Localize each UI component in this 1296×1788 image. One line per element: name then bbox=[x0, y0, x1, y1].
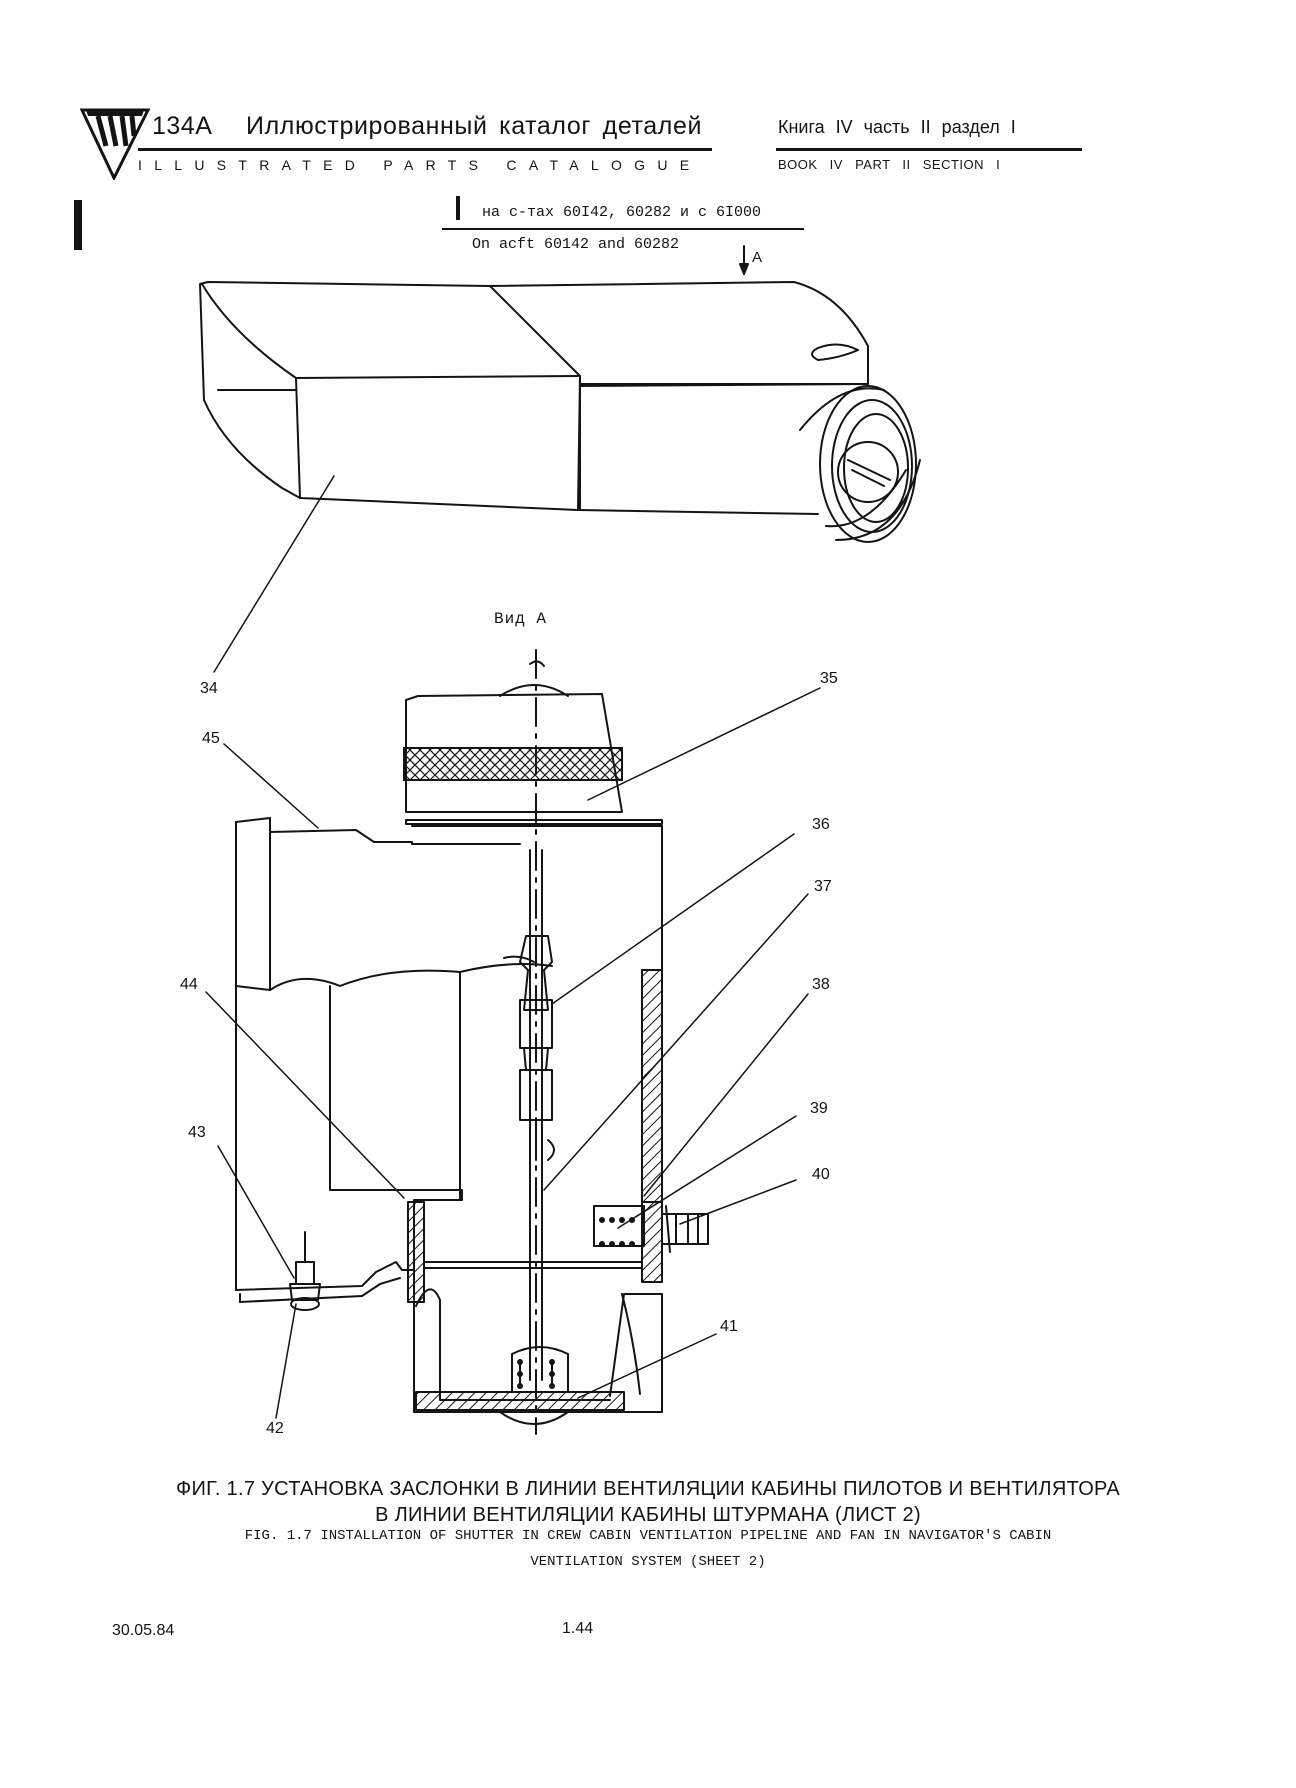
callout-34: 34 bbox=[200, 680, 218, 697]
callout-35: 35 bbox=[820, 670, 838, 687]
callout-43: 43 bbox=[188, 1124, 206, 1141]
figure-caption-ru-line2: В ЛИНИИ ВЕНТИЛЯЦИИ КАБИНЫ ШТУРМАНА (ЛИСТ… bbox=[375, 1504, 921, 1526]
callout-44: 44 bbox=[180, 976, 198, 993]
callout-37: 37 bbox=[814, 878, 832, 895]
shaft-assembly bbox=[503, 649, 555, 1435]
figure-caption-ru-line1: ФИГ. 1.7 УСТАНОВКА ЗАСЛОНКИ В ЛИНИИ ВЕНТ… bbox=[175, 1478, 1121, 1500]
page-number: 1.44 bbox=[562, 1620, 594, 1637]
aircraft-model: 134A bbox=[152, 112, 213, 140]
effectivity-rule bbox=[442, 228, 804, 230]
catalogue-title-ru: Иллюстрированный каталог деталей bbox=[246, 112, 703, 140]
header-rule-right bbox=[776, 148, 1082, 151]
callout-36: 36 bbox=[812, 816, 830, 833]
book-section-en: BOOK IV PART II SECTION I bbox=[778, 157, 1001, 172]
callout-38: 38 bbox=[812, 976, 830, 993]
effectivity-ru: на с-тах 60I42, 60282 и с 6I000 bbox=[482, 204, 762, 221]
callout-39: 39 bbox=[810, 1100, 828, 1117]
duct-assembly-isometric bbox=[199, 281, 921, 543]
leader-lines bbox=[205, 475, 821, 1419]
view-arrow-label: A bbox=[752, 249, 763, 266]
view-arrow bbox=[739, 245, 749, 275]
effectivity-change-bar bbox=[456, 196, 460, 220]
effectivity-en: On acft 60142 and 60282 bbox=[472, 236, 680, 253]
figure-caption-en-line1: FIG. 1.7 INSTALLATION OF SHUTTER IN CREW… bbox=[244, 1528, 1052, 1544]
view-a-title: Вид А bbox=[494, 610, 548, 628]
callout-40: 40 bbox=[812, 1166, 830, 1183]
manufacturer-logo bbox=[80, 108, 150, 180]
knurled-band bbox=[403, 747, 623, 781]
change-bar bbox=[74, 200, 82, 250]
book-section-ru: Книга IV часть II раздел I bbox=[778, 117, 1016, 137]
header-rule bbox=[138, 148, 712, 151]
fan-body-section bbox=[235, 684, 709, 1425]
callout-41: 41 bbox=[720, 1318, 738, 1335]
figure-caption-en-line2: VENTILATION SYSTEM (SHEET 2) bbox=[530, 1554, 766, 1570]
catalogue-title-en: ILLUSTRATED PARTS CATALOGUE bbox=[138, 157, 702, 173]
callout-42: 42 bbox=[266, 1420, 284, 1437]
callout-45: 45 bbox=[202, 730, 220, 747]
revision-date: 30.05.84 bbox=[112, 1622, 175, 1639]
spring-coils bbox=[517, 1217, 635, 1389]
